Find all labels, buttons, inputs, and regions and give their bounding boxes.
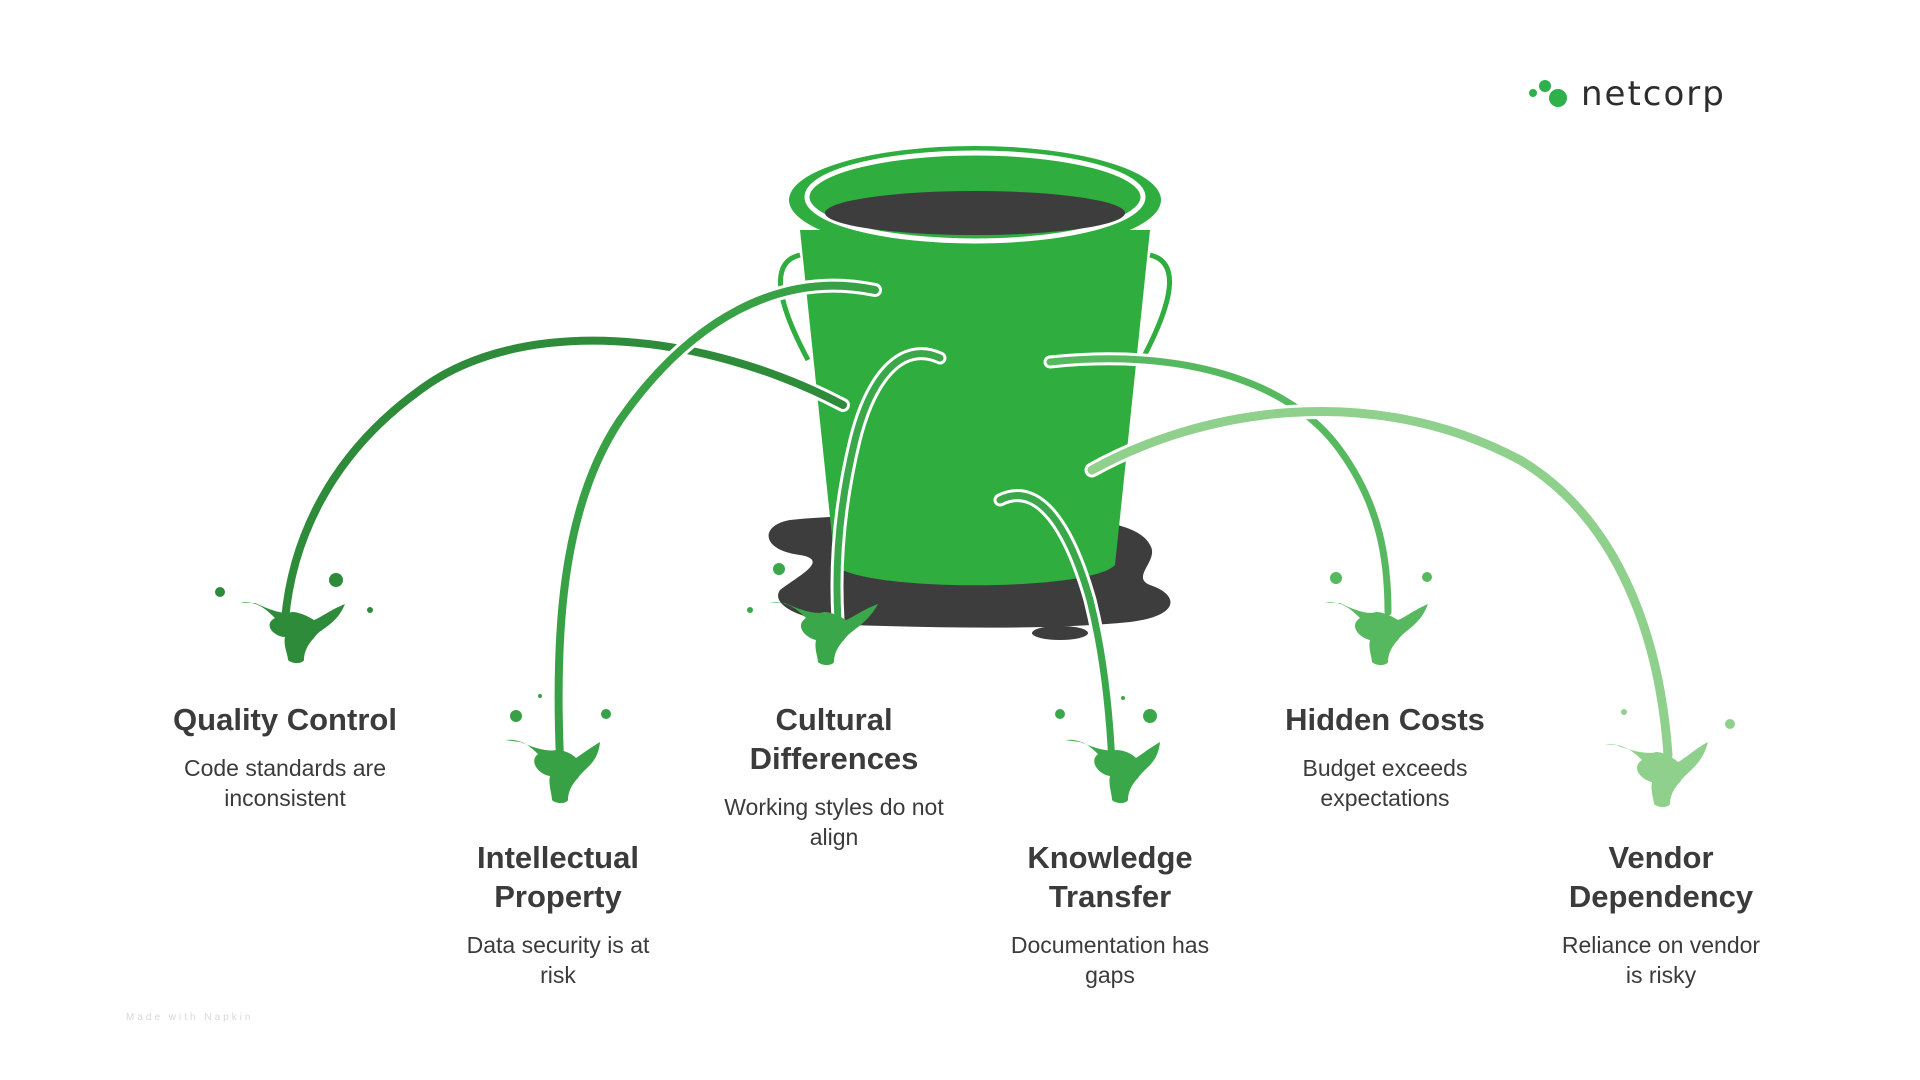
item-description: Budget exceeds expectations xyxy=(1302,755,1468,811)
splash-hidden-costs xyxy=(1325,572,1432,665)
stream-hidden-costs xyxy=(1046,355,1392,616)
item-title: Quality Control xyxy=(173,702,397,737)
splash-quality-control xyxy=(215,573,373,663)
splash-intellectual-property xyxy=(505,694,611,803)
bucket-inside xyxy=(825,191,1125,235)
item-title: Hidden Costs xyxy=(1285,702,1485,737)
bucket-handle-right xyxy=(1139,252,1172,362)
bucket-rim-line xyxy=(804,150,1146,244)
logo-dots-icon xyxy=(1529,80,1567,107)
stream-cultural-differences xyxy=(833,350,944,624)
item-description: Code standards are inconsistent xyxy=(183,755,386,811)
bucket-body xyxy=(800,230,1150,586)
streams xyxy=(278,278,1676,772)
item-quality-control: Quality Control Code standards are incon… xyxy=(145,700,425,813)
puddle-drop-small xyxy=(1016,610,1040,618)
item-description: Reliance on vendor is risky xyxy=(1561,932,1761,988)
item-hidden-costs: Hidden Costs Budget exceeds expectations xyxy=(1245,700,1525,813)
splash-cultural-differences xyxy=(747,563,878,665)
stream-intellectual-property xyxy=(554,281,879,764)
stream-knowledge-transfer xyxy=(996,492,1116,769)
logo-wordmark: netcorp xyxy=(1581,74,1726,114)
stream-vendor-dependency xyxy=(1087,407,1673,760)
made-with-note: Made with Napkin xyxy=(126,1012,254,1023)
puddle-drop xyxy=(1032,626,1088,640)
splash-vendor-dependency xyxy=(1605,709,1735,807)
item-description: Documentation has gaps xyxy=(1010,932,1210,988)
item-description: Data security is at risk xyxy=(466,932,650,988)
netcorp-logo: netcorp xyxy=(1527,74,1726,114)
stream-quality-control xyxy=(281,336,847,624)
splash-knowledge-transfer xyxy=(1055,696,1160,803)
item-description: Working styles do not align xyxy=(724,794,944,850)
bucket-handle-left xyxy=(778,252,811,362)
